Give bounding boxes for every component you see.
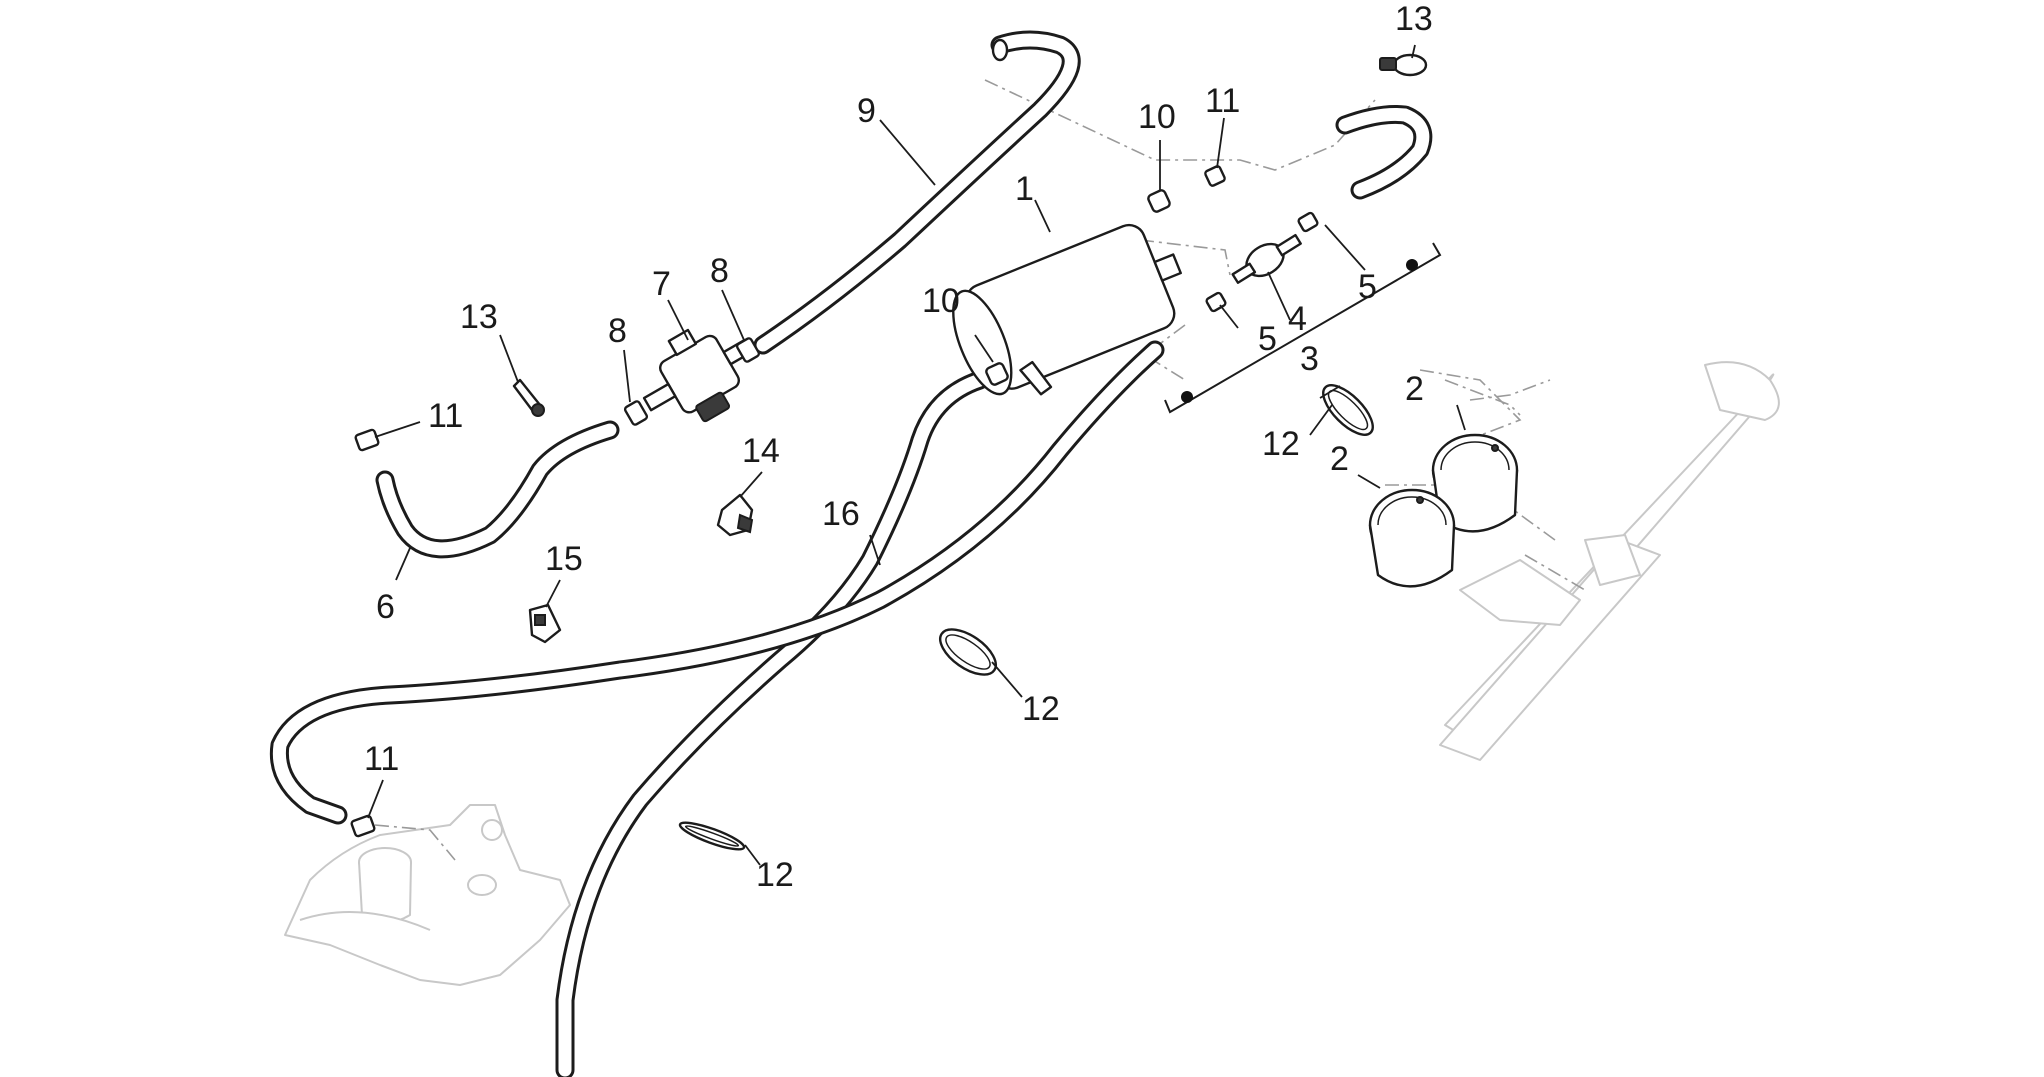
fitting-10a [1147,189,1171,213]
callout-11-bottom: 11 [364,740,399,778]
hose-6 [375,420,620,559]
callout-12-low: 12 [756,856,794,894]
bracket-2-front [1368,488,1456,588]
assembly-lines [374,79,1586,861]
fitting-8b [735,337,761,363]
group-3-bracket [1164,242,1442,414]
callout-8-left: 8 [608,312,627,350]
clamp-12-mid [939,628,997,676]
purge-valve [642,328,753,423]
callout-1: 1 [1015,170,1034,208]
fitting-10b [985,362,1009,386]
fitting-11b [354,428,380,452]
callout-8-right: 8 [710,252,729,290]
callout-14: 14 [742,432,780,470]
callout-3: 3 [1300,340,1319,378]
callout-6: 6 [376,588,395,626]
clamp-12-right [1322,384,1374,436]
callout-11-top: 11 [1205,82,1240,120]
fitting-11c [350,814,376,838]
clip-13-top [1379,53,1428,77]
callout-12-right: 12 [1262,425,1300,463]
callout-11-left: 11 [428,397,463,435]
hose-right-j [1335,105,1433,200]
fitting-5a [1297,211,1319,233]
hose-16-return [269,340,1165,825]
callout-13-top: 13 [1395,0,1433,38]
leader-lines [367,44,1466,866]
callout-12-mid: 12 [1022,690,1060,728]
callout-4: 4 [1288,300,1307,338]
callout-2-upper: 2 [1405,370,1424,408]
callout-10-mid: 10 [922,282,960,320]
callout-5-right: 5 [1358,268,1377,306]
callout-5-left: 5 [1258,320,1277,358]
clip-14 [716,493,754,537]
clamp-12-low [678,821,746,851]
callout-10-top: 10 [1138,98,1176,136]
hose-9 [753,30,1081,355]
callout-9: 9 [857,92,876,130]
fitting-11a [1204,165,1226,187]
hose-16-long [555,370,990,1077]
callout-labels: 1 2 2 3 4 5 5 6 7 8 8 9 10 10 11 11 11 1… [364,0,1433,894]
callout-15: 15 [545,540,583,578]
callout-13-left: 13 [460,298,498,336]
callout-7: 7 [652,265,671,303]
fitting-8a [623,400,649,426]
clip-15 [528,603,562,644]
check-valve [1231,233,1302,284]
callout-16: 16 [822,495,860,533]
callout-2-lower: 2 [1330,440,1349,478]
bracket-2-back [1431,433,1519,533]
frame-tube-ghost [1439,361,1780,761]
clip-13-left [512,378,545,417]
fuel-tank-ghost [284,804,571,986]
